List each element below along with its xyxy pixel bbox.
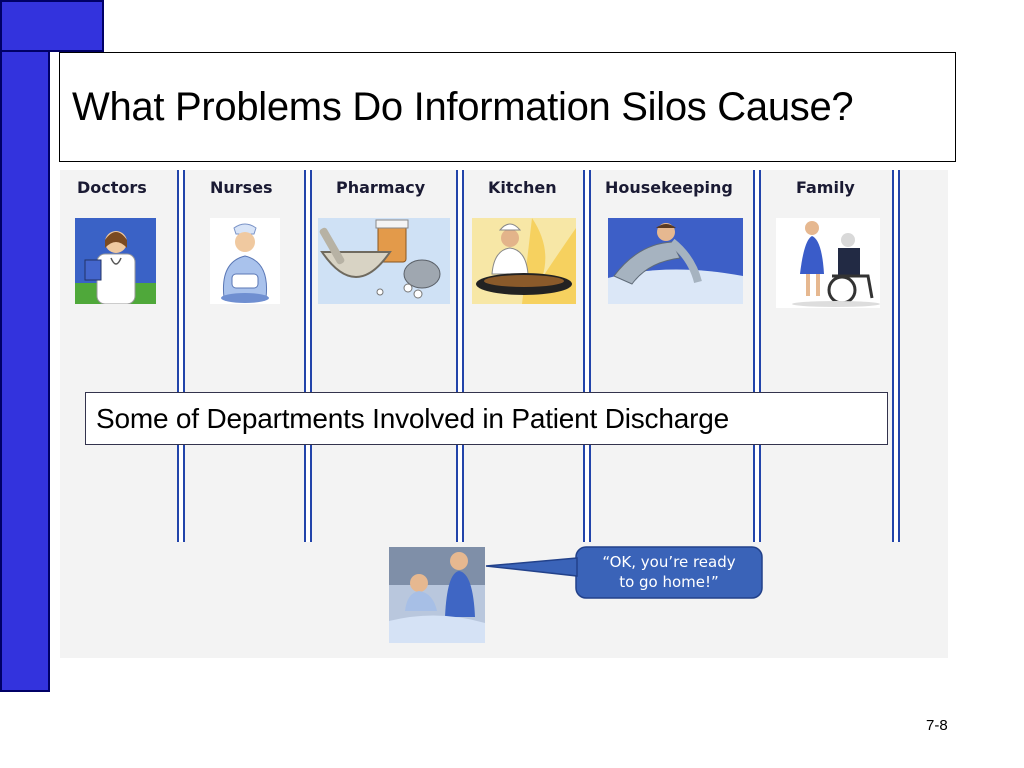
doctor-icon bbox=[75, 218, 156, 304]
nurse-icon bbox=[210, 218, 280, 304]
patient-discharge-icon bbox=[389, 547, 485, 643]
header-housekeeping: Housekeeping bbox=[605, 178, 733, 197]
slide-title: What Problems Do Information Silos Cause… bbox=[72, 85, 854, 129]
header-family: Family bbox=[796, 178, 855, 197]
speech-line: “OK, you’re ready bbox=[602, 553, 736, 571]
chef-icon bbox=[472, 218, 576, 304]
housekeeper-icon bbox=[608, 218, 743, 304]
top-accent-tab bbox=[0, 0, 104, 52]
family-wheelchair-icon bbox=[776, 218, 880, 308]
column-divider bbox=[177, 170, 185, 542]
speech-text: “OK, you’re ready to go home!” bbox=[575, 552, 763, 592]
side-accent-bar bbox=[0, 0, 50, 692]
column-divider bbox=[304, 170, 312, 542]
column-divider bbox=[892, 170, 900, 542]
header-pharmacy: Pharmacy bbox=[336, 178, 426, 197]
column-divider bbox=[456, 170, 464, 542]
speech-line: to go home!” bbox=[619, 573, 719, 591]
speech-bubble: “OK, you’re ready to go home!” bbox=[575, 546, 763, 599]
slide-number: 7-8 bbox=[926, 717, 948, 734]
header-doctors: Doctors bbox=[77, 178, 147, 197]
pharmacy-icon bbox=[318, 218, 450, 304]
column-divider bbox=[583, 170, 591, 542]
figure-caption: Some of Departments Involved in Patient … bbox=[96, 403, 729, 434]
caption-box: Some of Departments Involved in Patient … bbox=[85, 392, 888, 445]
title-box: What Problems Do Information Silos Cause… bbox=[59, 52, 956, 162]
column-divider bbox=[753, 170, 761, 542]
header-nurses: Nurses bbox=[210, 178, 273, 197]
speech-bubble-tail bbox=[485, 557, 578, 577]
header-kitchen: Kitchen bbox=[488, 178, 557, 197]
